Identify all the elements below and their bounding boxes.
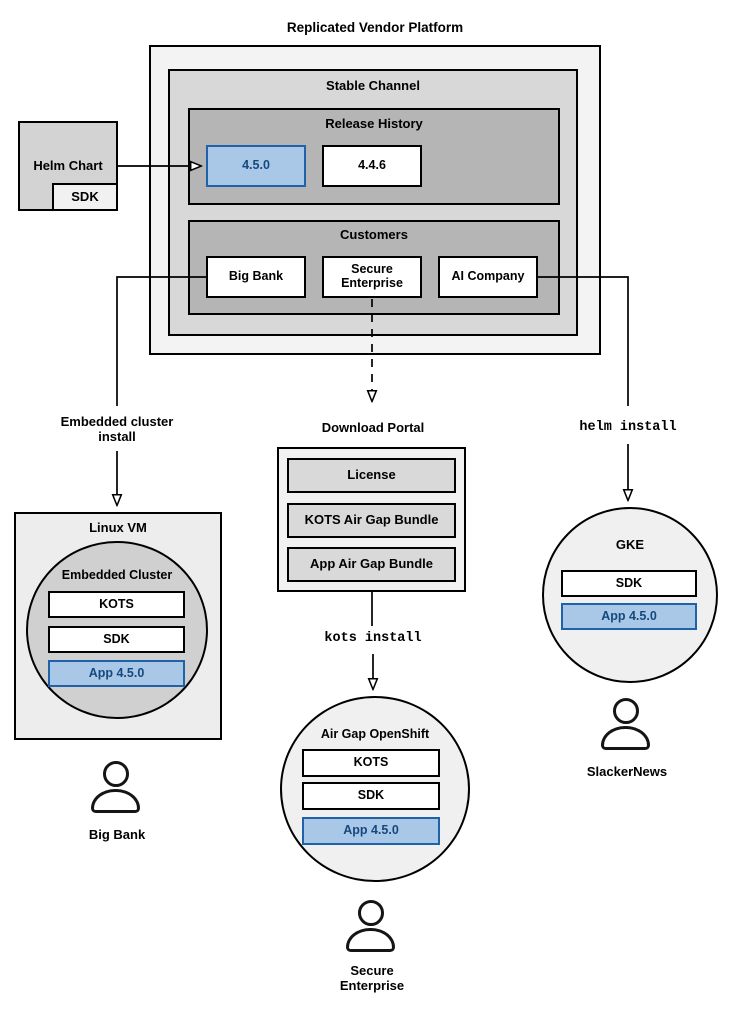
customer-box-big-bank: Big Bank bbox=[206, 256, 306, 298]
kots-air-gap-bundle-box: KOTS Air Gap Bundle bbox=[287, 503, 456, 538]
license-box: License bbox=[287, 458, 456, 493]
gke-label: GKE bbox=[615, 537, 645, 552]
customer-box-ai-company: AI Company bbox=[438, 256, 538, 298]
linux-vm-label: Linux VM bbox=[89, 520, 147, 535]
person-body-icon bbox=[346, 928, 395, 952]
airgap-openshift-label: Air Gap OpenShift bbox=[320, 727, 430, 741]
person-head-icon bbox=[612, 698, 639, 724]
secure-enterprise-persona-label: Secure Enterprise bbox=[339, 963, 405, 993]
helm-chart-label: Helm Chart bbox=[33, 158, 103, 173]
airgap-sdk-box: SDK bbox=[302, 782, 440, 810]
linux-vm-app-box: App 4.5.0 bbox=[48, 660, 185, 687]
person-body-icon bbox=[91, 789, 140, 813]
download-portal-title: Download Portal bbox=[321, 420, 425, 435]
airgap-app-box: App 4.5.0 bbox=[302, 817, 440, 845]
embedded-cluster-label: Embedded Cluster bbox=[61, 568, 173, 582]
person-head-icon bbox=[102, 761, 129, 787]
gke-sdk-box: SDK bbox=[561, 570, 697, 597]
release-history-label: Release History bbox=[325, 116, 423, 131]
big-bank-person-icon bbox=[91, 761, 140, 813]
embedded-cluster-install-label: Embedded cluster install bbox=[60, 414, 174, 444]
release-box-4-5-0: 4.5.0 bbox=[206, 145, 306, 187]
diagram-title: Replicated Vendor Platform bbox=[286, 20, 464, 35]
secure-enterprise-person-icon bbox=[346, 900, 395, 952]
person-head-icon bbox=[357, 900, 384, 926]
slackernews-persona-label: SlackerNews bbox=[586, 764, 668, 779]
kots-install-label: kots install bbox=[324, 631, 422, 646]
customer-box-secure-enterprise: Secure Enterprise bbox=[322, 256, 422, 298]
app-air-gap-bundle-box: App Air Gap Bundle bbox=[287, 547, 456, 582]
helm-install-label: helm install bbox=[579, 420, 677, 435]
slackernews-person-icon bbox=[601, 698, 650, 750]
stable-channel-label: Stable Channel bbox=[326, 78, 420, 93]
customers-label: Customers bbox=[340, 227, 408, 242]
person-body-icon bbox=[601, 726, 650, 750]
linux-vm-sdk-box: SDK bbox=[48, 626, 185, 653]
helm-chart-sdk-box: SDK bbox=[52, 183, 118, 211]
release-box-4-4-6: 4.4.6 bbox=[322, 145, 422, 187]
gke-app-box: App 4.5.0 bbox=[561, 603, 697, 630]
linux-vm-kots-box: KOTS bbox=[48, 591, 185, 618]
big-bank-persona-label: Big Bank bbox=[88, 827, 146, 842]
airgap-kots-box: KOTS bbox=[302, 749, 440, 777]
